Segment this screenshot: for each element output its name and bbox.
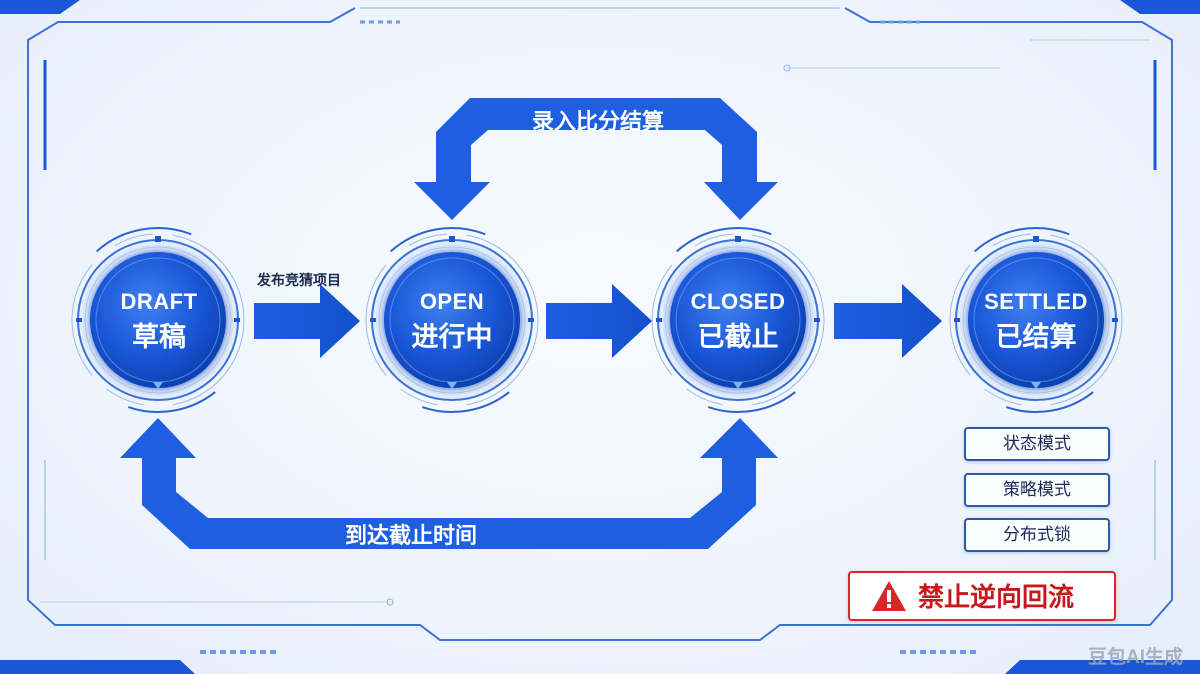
node-circle-closed: [651, 227, 825, 413]
warning-box: 禁止逆向回流: [848, 571, 1116, 621]
loop-arrow-bottom: [120, 418, 778, 549]
edge-label-draft-open: 发布竞猜项目: [257, 272, 341, 288]
node-closed: CLOSED 已截止: [658, 288, 818, 354]
node-draft-en: DRAFT: [120, 289, 198, 314]
arrow-open-closed: [546, 284, 652, 358]
loop-arrow-top: [414, 98, 778, 220]
node-open-zh: 进行中: [411, 322, 493, 352]
node-open: OPEN 进行中: [372, 288, 532, 354]
node-closed-en: CLOSED: [690, 289, 786, 314]
tag-state-pattern: 状态模式: [964, 427, 1110, 461]
warning-triangle-icon: [872, 581, 906, 611]
node-circle-settled: [949, 227, 1123, 413]
node-open-en: OPEN: [419, 289, 485, 314]
node-circle-open: [365, 227, 539, 413]
edge-label-top-loop: 录入比分结算: [532, 109, 665, 134]
tag-distributed-lock: 分布式锁: [964, 518, 1110, 552]
node-draft-zh: 草稿: [132, 322, 186, 352]
arrow-draft-open: [254, 284, 360, 358]
arrow-closed-settled: [834, 284, 942, 358]
node-circle-draft: [71, 227, 245, 413]
edge-label-bottom-loop: 到达截止时间: [345, 523, 478, 548]
node-settled: SETTLED 已结算: [956, 288, 1116, 354]
node-settled-zh: 已结算: [995, 322, 1077, 352]
node-settled-en: SETTLED: [984, 289, 1088, 314]
watermark: 豆包AI生成: [1088, 647, 1184, 668]
node-closed-zh: 已截止: [697, 322, 779, 352]
tag-strategy-pattern: 策略模式: [964, 473, 1110, 507]
warning-text: 禁止逆向回流: [918, 582, 1075, 612]
node-draft: DRAFT 草稿: [79, 288, 239, 354]
